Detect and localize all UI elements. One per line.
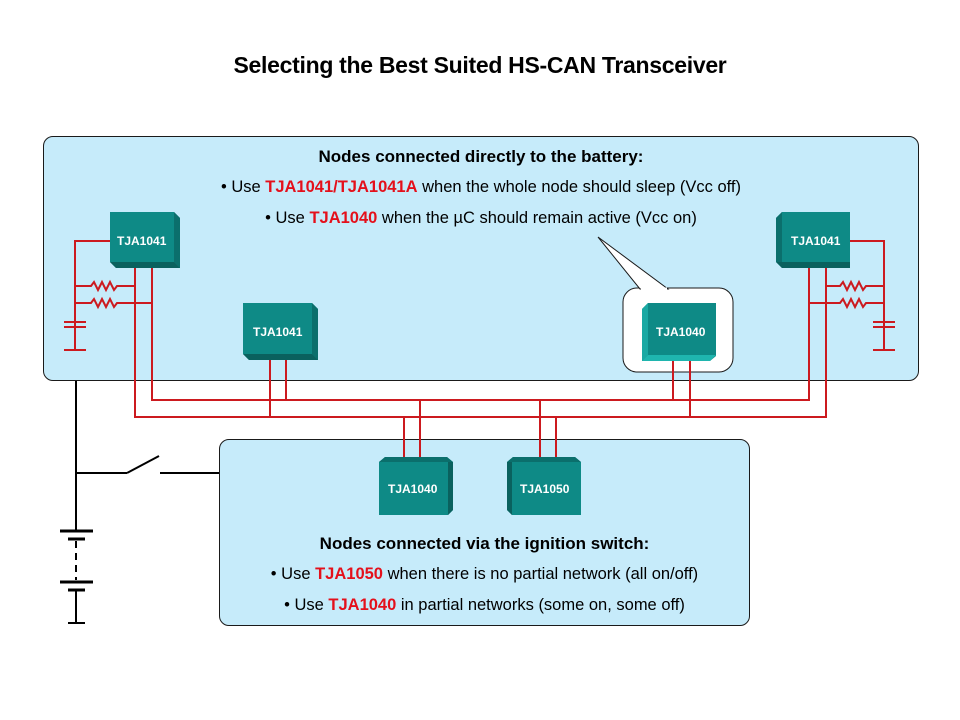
battery-circuit bbox=[60, 381, 219, 624]
bullet-text: when the µC should remain active (Vcc on… bbox=[377, 209, 697, 227]
left-termination-wire bbox=[74, 240, 110, 350]
chip-label: TJA1041 bbox=[253, 325, 303, 339]
can-bus-wiring bbox=[64, 240, 895, 458]
bullet-prefix: • Use bbox=[265, 209, 310, 227]
ignition-nodes-panel: Nodes connected via the ignition switch:… bbox=[219, 439, 750, 626]
ignition-bullet-2: • Use TJA1040 in partial networks (some … bbox=[220, 596, 749, 615]
part-number: TJA1040 bbox=[309, 209, 378, 227]
chip-top-right[interactable]: TJA1041 bbox=[776, 212, 850, 268]
chip-label: TJA1040 bbox=[388, 482, 438, 496]
bullet-text: in partial networks (some on, some off) bbox=[396, 596, 685, 614]
battery-panel-heading: Nodes connected directly to the battery: bbox=[318, 147, 644, 166]
slide-title: Selecting the Best Suited HS-CAN Transce… bbox=[233, 52, 727, 78]
chip-bottom-right[interactable]: TJA1050 bbox=[507, 457, 581, 515]
chip-label: TJA1041 bbox=[791, 234, 841, 248]
battery-nodes-panel: Nodes connected directly to the battery:… bbox=[43, 136, 919, 381]
resistor-icon bbox=[826, 279, 884, 293]
battery-bullet-1: • Use TJA1041/TJA1041A when the whole no… bbox=[44, 178, 918, 197]
bullet-text: when the whole node should sleep (Vcc of… bbox=[417, 178, 742, 196]
bullet-text: when there is no partial network (all on… bbox=[382, 565, 699, 583]
resistor-icon bbox=[75, 279, 135, 293]
part-number: TJA1050 bbox=[315, 565, 383, 583]
chip-callout[interactable]: TJA1040 bbox=[642, 303, 716, 361]
bullet-prefix: • Use bbox=[220, 178, 266, 196]
chip-label: TJA1041 bbox=[117, 234, 167, 248]
can-low-line bbox=[134, 268, 827, 418]
part-number: TJA1041/TJA1041A bbox=[265, 178, 418, 196]
bullet-prefix: • Use bbox=[270, 565, 316, 583]
bullet-prefix: • Use bbox=[284, 596, 329, 614]
ignition-bullet-1: • Use TJA1050 when there is no partial n… bbox=[220, 565, 749, 584]
can-high-line bbox=[151, 268, 810, 401]
chip-label: TJA1040 bbox=[656, 325, 706, 339]
right-termination-wire bbox=[850, 240, 885, 350]
chip-label: TJA1050 bbox=[520, 482, 570, 496]
ignition-switch-icon[interactable] bbox=[126, 455, 160, 474]
chip-top-left[interactable]: TJA1041 bbox=[110, 212, 180, 268]
chip-bottom-left[interactable]: TJA1040 bbox=[379, 457, 453, 515]
chip-top-middle[interactable]: TJA1041 bbox=[243, 303, 318, 360]
battery-bullet-2: • Use TJA1040 when the µC should remain … bbox=[44, 209, 918, 228]
ignition-panel-heading: Nodes connected via the ignition switch: bbox=[319, 534, 650, 553]
resistor-icon bbox=[75, 296, 152, 310]
resistor-icon bbox=[809, 296, 884, 310]
part-number: TJA1040 bbox=[328, 596, 397, 614]
